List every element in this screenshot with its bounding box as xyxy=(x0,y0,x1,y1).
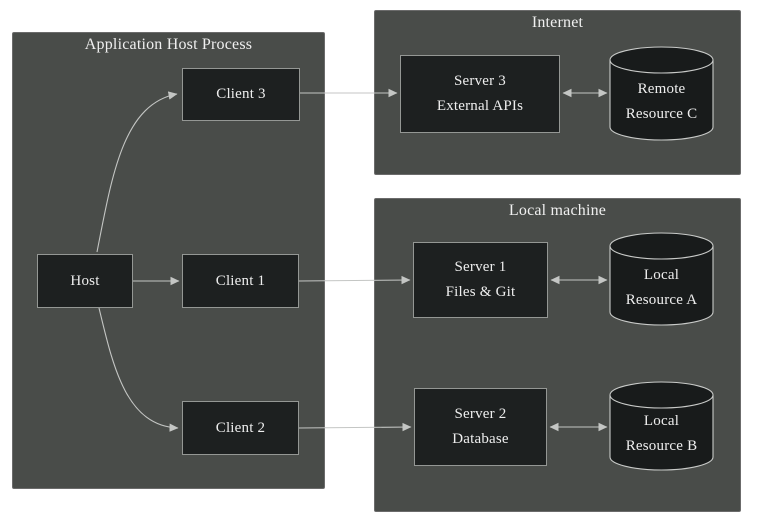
container-title-local-machine: Local machine xyxy=(508,202,607,219)
node-server2: Server 2 Database xyxy=(414,388,547,466)
node-client1: Client 1 xyxy=(182,254,299,308)
node-server2-label-line2: Database xyxy=(452,431,509,447)
node-host: Host xyxy=(37,254,133,308)
node-server3-label-line2: External APIs xyxy=(436,98,524,114)
node-client3-label: Client 3 xyxy=(216,86,266,102)
resource-c-label-line1: Remote xyxy=(637,81,686,97)
node-client1-label: Client 1 xyxy=(215,272,266,289)
node-local-resource-b: Local Resource B xyxy=(610,404,713,464)
resource-b-label-line1: Local xyxy=(643,413,680,429)
node-server1-label-line2: Files & Git xyxy=(445,284,516,300)
resource-a-label-line1: Local xyxy=(643,267,680,283)
node-remote-resource-c: Remote Resource C xyxy=(610,72,713,132)
node-client3: Client 3 xyxy=(182,68,300,121)
resource-a-label-line2: Resource A xyxy=(625,292,698,308)
node-server3: Server 3 External APIs xyxy=(400,55,560,133)
resource-c-label-line2: Resource C xyxy=(625,106,698,122)
node-client2-label: Client 2 xyxy=(215,419,266,436)
node-server3-label-line1: Server 3 xyxy=(454,73,506,89)
node-client2: Client 2 xyxy=(182,401,299,455)
resource-b-label-line2: Resource B xyxy=(625,438,698,454)
node-server2-label-line1: Server 2 xyxy=(454,406,507,422)
container-title-internet: Internet xyxy=(531,14,584,31)
node-host-label: Host xyxy=(70,272,100,289)
container-title-application-host-process: Application Host Process xyxy=(84,36,253,53)
node-server1-label-line1: Server 1 xyxy=(454,259,507,275)
node-server1: Server 1 Files & Git xyxy=(413,242,548,318)
node-local-resource-a: Local Resource A xyxy=(610,258,713,318)
